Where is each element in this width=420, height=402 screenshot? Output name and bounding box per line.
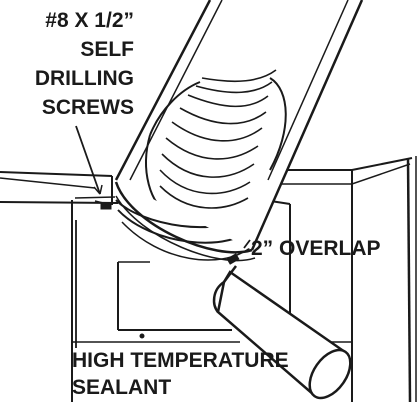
- screw-left: [94, 200, 112, 210]
- vent-pipe: [114, 0, 364, 262]
- screw-spec-line4: SCREWS: [42, 96, 134, 119]
- screw-spec-line1: #8 X 1/2”: [45, 9, 134, 32]
- label-sealant: HIGH TEMPERATURE SEALANT: [72, 349, 289, 399]
- screw-spec-line3: DRILLING: [35, 67, 134, 90]
- screw-right: [226, 253, 240, 265]
- leader-overlap: [243, 239, 251, 249]
- screw-spec-line2: SELF: [80, 38, 134, 61]
- sealant-line1: HIGH TEMPERATURE: [72, 349, 289, 372]
- leader-screws: [75, 125, 101, 195]
- stove-body: [0, 156, 417, 402]
- sealant-line2: SEALANT: [72, 376, 171, 399]
- overlap-label: 2” OVERLAP: [251, 237, 381, 260]
- leader-lines: [75, 125, 251, 348]
- label-screws: #8 X 1/2” SELF DRILLING SCREWS: [35, 9, 134, 119]
- sealant-tube: [212, 265, 352, 400]
